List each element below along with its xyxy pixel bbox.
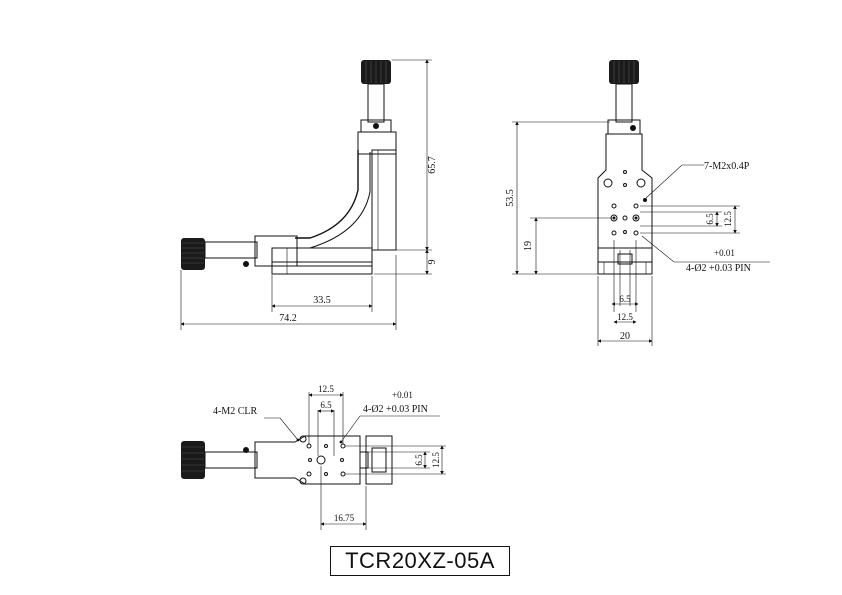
dim-top-1675: 16.75 — [334, 513, 355, 523]
front-view: 53.5 19 6.5 12.5 6.5 12.5 20 7-M2x0.4P +… — [505, 60, 770, 346]
model-label: TCR20XZ-05A — [330, 546, 510, 576]
side-view: 65.7 9 33.5 74.2 — [180, 59, 438, 330]
callout-front-tol: +0.01 — [714, 248, 735, 258]
top-left-knob — [181, 441, 205, 479]
dim-front-width: 20 — [620, 331, 630, 342]
dim-front-125-v: 12.5 — [723, 211, 733, 227]
dim-top-65-v: 6.5 — [414, 454, 424, 466]
dim-side-33: 33.5 — [313, 295, 331, 306]
dim-top-125-v: 12.5 — [431, 452, 441, 468]
dim-front-125-h: 12.5 — [617, 312, 633, 322]
callout-top-pin: 4-Ø2 +0.03 PIN — [363, 404, 428, 415]
dim-side-overall: 74.2 — [279, 313, 297, 324]
dim-top-125-h: 12.5 — [318, 384, 334, 394]
dim-front-19: 19 — [523, 241, 534, 251]
callout-top-clr: 4-M2 CLR — [213, 406, 258, 417]
dim-top-65-h: 6.5 — [320, 400, 332, 410]
dim-side-base: 9 — [427, 260, 438, 265]
dim-side-height: 65.7 — [427, 156, 438, 174]
callout-top-tol: +0.01 — [392, 390, 413, 400]
dim-front-65-v: 6.5 — [705, 213, 715, 225]
side-left-knob — [181, 238, 205, 270]
top-view: 12.5 6.5 6.5 12.5 16.75 4-M2 CLR +0.01 4… — [181, 384, 446, 530]
callout-front-pin: 4-Ø2 +0.03 PIN — [686, 263, 751, 274]
callout-front-thread: 7-M2x0.4P — [704, 161, 750, 172]
dim-front-height: 53.5 — [505, 189, 516, 207]
dim-front-65-h: 6.5 — [619, 294, 631, 304]
